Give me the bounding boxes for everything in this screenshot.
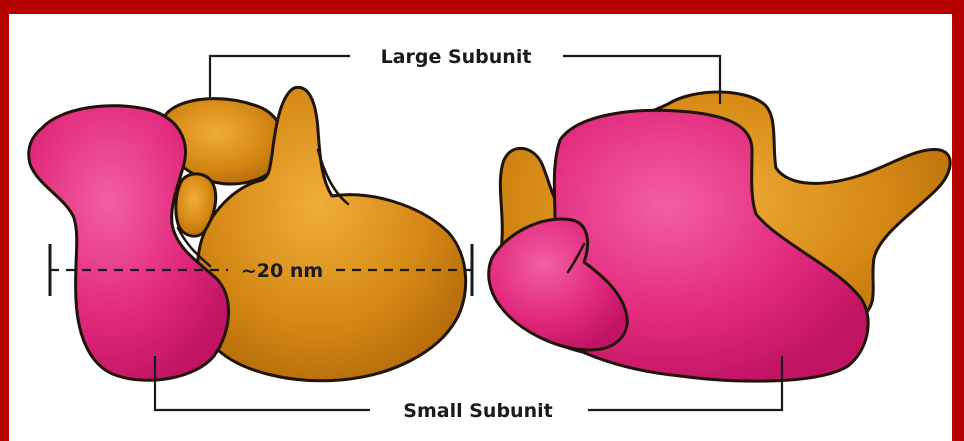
large-subunit-leader-left: [210, 56, 350, 100]
frame-border-right: [952, 0, 964, 441]
measurement-label: ~20 nm: [241, 260, 323, 282]
large-subunit-label: Large Subunit: [381, 46, 532, 68]
left-ribosome: [29, 87, 466, 380]
frame-border-left: [0, 0, 9, 441]
small-subunit-label: Small Subunit: [403, 400, 552, 422]
right-ribosome: [489, 92, 950, 381]
frame-border-top: [0, 0, 964, 14]
